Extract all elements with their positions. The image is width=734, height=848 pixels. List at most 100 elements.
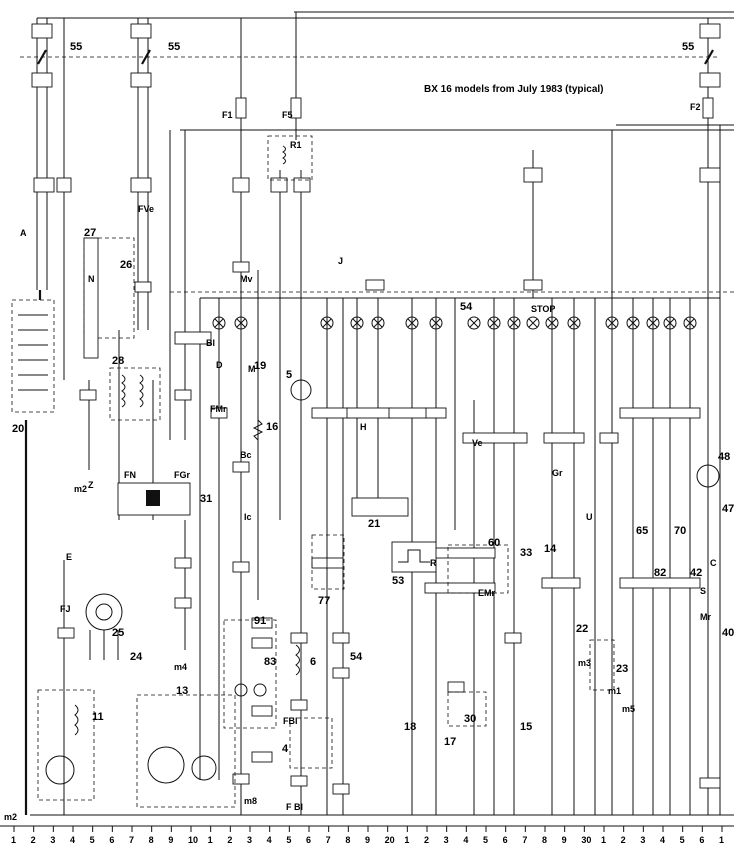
component-number: 48 bbox=[718, 451, 730, 463]
fuse-f5 bbox=[290, 97, 302, 119]
fuse-f2 bbox=[702, 97, 714, 119]
ground-label: m8 bbox=[244, 796, 257, 806]
wire-letter: E bbox=[66, 552, 72, 562]
component-number: 77 bbox=[318, 595, 330, 607]
warning-lamp-cross bbox=[322, 318, 332, 328]
fuse-f1 bbox=[235, 97, 247, 119]
scale-number: 4 bbox=[70, 835, 75, 845]
component-number: 65 bbox=[636, 525, 648, 537]
component-23-box bbox=[589, 639, 615, 691]
component-30-box bbox=[447, 691, 487, 727]
wire-letter: M bbox=[248, 364, 256, 374]
wire-letter: Gr bbox=[552, 468, 563, 478]
wire-letter: EMr bbox=[478, 588, 496, 598]
scale-number: 6 bbox=[503, 835, 508, 845]
resistor-16 bbox=[252, 419, 264, 441]
component-4-box bbox=[289, 717, 333, 769]
component-number: 23 bbox=[616, 663, 628, 675]
component-number: 42 bbox=[690, 567, 702, 579]
warning-lamp bbox=[545, 316, 559, 330]
component-number: 53 bbox=[392, 575, 404, 587]
component-53-box bbox=[391, 541, 437, 573]
component-number: 11 bbox=[92, 711, 104, 723]
scale-number: 5 bbox=[680, 835, 685, 845]
scale-number: 9 bbox=[562, 835, 567, 845]
lamp-91-b bbox=[253, 683, 267, 697]
warning-lamp-cross bbox=[547, 318, 557, 328]
warning-lamp-cross bbox=[648, 318, 658, 328]
wire-letter: Ve bbox=[472, 438, 483, 448]
component-number: 47 bbox=[722, 503, 734, 515]
scale-number: 20 bbox=[385, 835, 395, 845]
wire-letters: AJNMRDEZBlMvBcVeGrMrFVeHUCSFNFMrFBlEMrFG… bbox=[20, 204, 717, 812]
component-number: 6 bbox=[310, 656, 316, 668]
relay-label-r1: R1 bbox=[290, 140, 302, 150]
component-number: 15 bbox=[520, 721, 532, 733]
scale-number: 1 bbox=[208, 835, 213, 845]
warning-lamp bbox=[567, 316, 581, 330]
fuse-label-f5: F5 bbox=[282, 110, 293, 120]
component-number: 27 bbox=[84, 227, 96, 239]
warning-lamp bbox=[646, 316, 660, 330]
component-number: 25 bbox=[112, 627, 124, 639]
warning-lamp-cross bbox=[685, 318, 695, 328]
warning-lamp-cross bbox=[489, 318, 499, 328]
wire-letter: Ic bbox=[244, 512, 252, 522]
component-number: 18 bbox=[404, 721, 416, 733]
battery bbox=[11, 290, 55, 815]
scale-number: 1 bbox=[404, 835, 409, 845]
relay-coil bbox=[282, 145, 286, 165]
warning-lamp bbox=[371, 316, 385, 330]
component-number: 13 bbox=[176, 685, 188, 697]
scale-number: 7 bbox=[326, 835, 331, 845]
scale-number: 4 bbox=[463, 835, 468, 845]
fuse-label-f2: F2 bbox=[690, 102, 701, 112]
component-number: 14 bbox=[544, 543, 557, 555]
supply-bus-lines bbox=[0, 11, 734, 827]
wire-letter: FBl bbox=[283, 716, 298, 726]
warning-lamp bbox=[507, 316, 521, 330]
warning-lamp bbox=[234, 316, 248, 330]
wire-letter: A bbox=[20, 228, 27, 238]
component-number: 28 bbox=[112, 355, 124, 367]
wire-letter: H bbox=[360, 422, 367, 432]
scale-number: 3 bbox=[247, 835, 252, 845]
warning-lamp-cross bbox=[431, 318, 441, 328]
component-number: 54 bbox=[460, 301, 473, 313]
wire-letter: Bl bbox=[206, 338, 215, 348]
warning-lamp bbox=[429, 316, 443, 330]
ignition-module bbox=[117, 482, 191, 516]
warning-lamp bbox=[212, 316, 226, 330]
scale-number: 9 bbox=[168, 835, 173, 845]
component-number: 5 bbox=[286, 369, 292, 381]
warning-lamp bbox=[405, 316, 419, 330]
fuse-label-f1: F1 bbox=[222, 110, 233, 120]
warning-lamp-cross bbox=[214, 318, 224, 328]
wiper-motor bbox=[290, 379, 312, 401]
scale-number: 1 bbox=[601, 835, 606, 845]
warning-lamp bbox=[320, 316, 334, 330]
scale-number: 2 bbox=[621, 835, 626, 845]
wire-letter: Z bbox=[88, 480, 94, 490]
warning-lamp bbox=[626, 316, 640, 330]
warning-lamp-cross bbox=[236, 318, 246, 328]
component-number: 55 bbox=[70, 41, 82, 53]
component-number: 91 bbox=[254, 615, 266, 627]
ground-label: m5 bbox=[622, 704, 635, 714]
connector-27 bbox=[83, 237, 99, 359]
scale-number: 5 bbox=[286, 835, 291, 845]
component-number: 33 bbox=[520, 547, 532, 559]
scale-number: 2 bbox=[31, 835, 36, 845]
component-21-box bbox=[351, 497, 409, 517]
warning-lamp bbox=[605, 316, 619, 330]
scale-number: 10 bbox=[188, 835, 198, 845]
lamp-91-a bbox=[234, 683, 248, 697]
wire-letter: C bbox=[710, 558, 717, 568]
warning-lamp bbox=[526, 316, 540, 330]
scale-number: 4 bbox=[267, 835, 272, 845]
scale-number: 2 bbox=[424, 835, 429, 845]
component-number: 16 bbox=[266, 421, 278, 433]
wire-letter: D bbox=[216, 360, 223, 370]
